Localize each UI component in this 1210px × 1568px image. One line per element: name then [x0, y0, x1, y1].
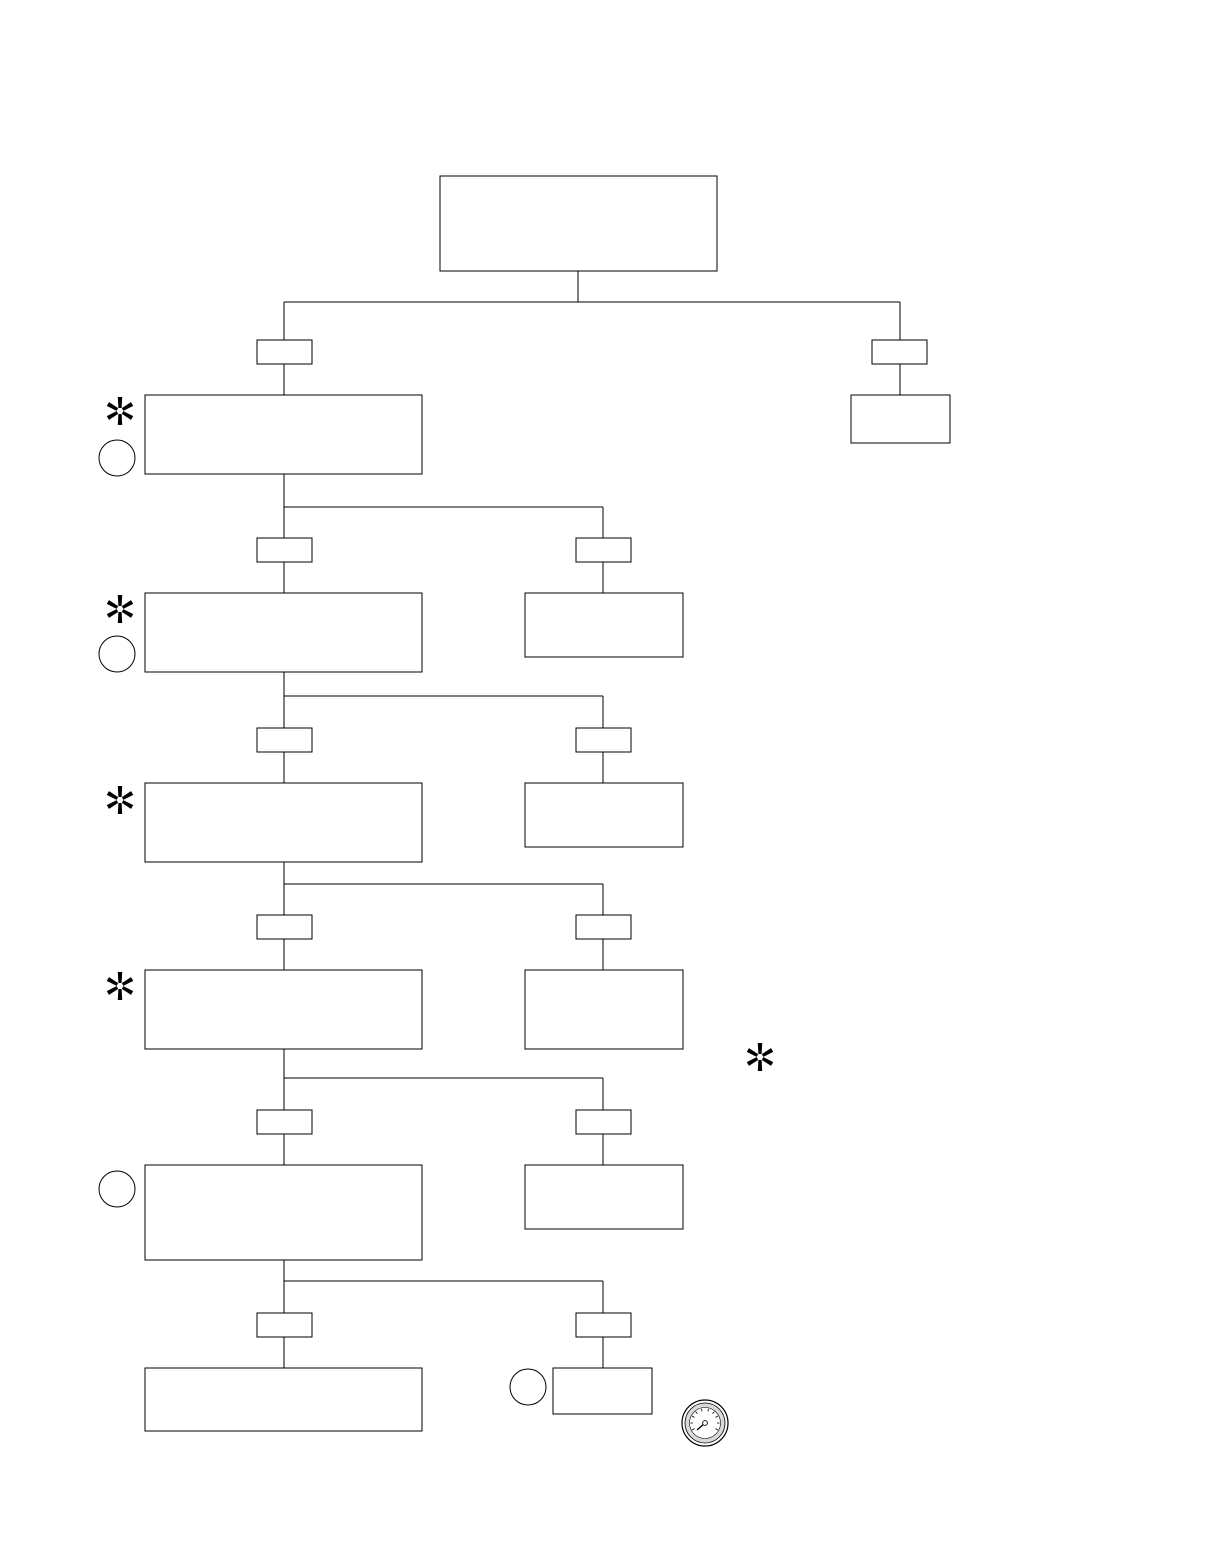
- callout-circle-icon: [509, 1368, 547, 1406]
- final-step-node: [144, 1367, 423, 1432]
- connector-lines: [283, 271, 901, 1368]
- asterisk-icon: [106, 397, 134, 425]
- asterisk-icon: [106, 595, 134, 623]
- branch-condition-tag: [256, 914, 313, 940]
- branch-condition-tag: [256, 537, 313, 563]
- branch-condition-tag: [256, 1312, 313, 1338]
- outcome-node: [524, 592, 684, 658]
- outcome-node: [524, 782, 684, 848]
- step-node: [144, 969, 423, 1050]
- step-node: [144, 1164, 423, 1261]
- branch-condition-tag: [256, 1109, 313, 1135]
- circle-callouts: [98, 439, 547, 1406]
- outcome-node: [524, 1164, 684, 1230]
- branch-condition-tag: [575, 537, 632, 563]
- outcome-node: [524, 969, 684, 1050]
- callout-circle-icon: [98, 439, 136, 477]
- branch-condition-tag: [575, 914, 632, 940]
- branch-condition-tag: [575, 1109, 632, 1135]
- branch-condition-tag: [256, 339, 313, 365]
- asterisk-icon: [106, 972, 134, 1000]
- outcome-node: [850, 394, 951, 444]
- gauge-icon: [681, 1399, 729, 1447]
- final-outcome-node: [552, 1367, 653, 1415]
- asterisk-icon: [746, 1043, 774, 1071]
- step-node: [144, 592, 423, 673]
- step-node: [144, 394, 423, 475]
- branch-condition-tag: [871, 339, 928, 365]
- callout-circle-icon: [98, 1170, 136, 1208]
- step-node: [144, 782, 423, 863]
- branch-condition-tag: [575, 1312, 632, 1338]
- asterisk-icon: [106, 786, 134, 814]
- root-node: [439, 175, 718, 272]
- callout-circle-icon: [98, 635, 136, 673]
- branch-condition-tag: [575, 727, 632, 753]
- branch-condition-tag: [256, 727, 313, 753]
- branch-conditions: [256, 339, 928, 1338]
- flowchart-nodes: [144, 175, 951, 1432]
